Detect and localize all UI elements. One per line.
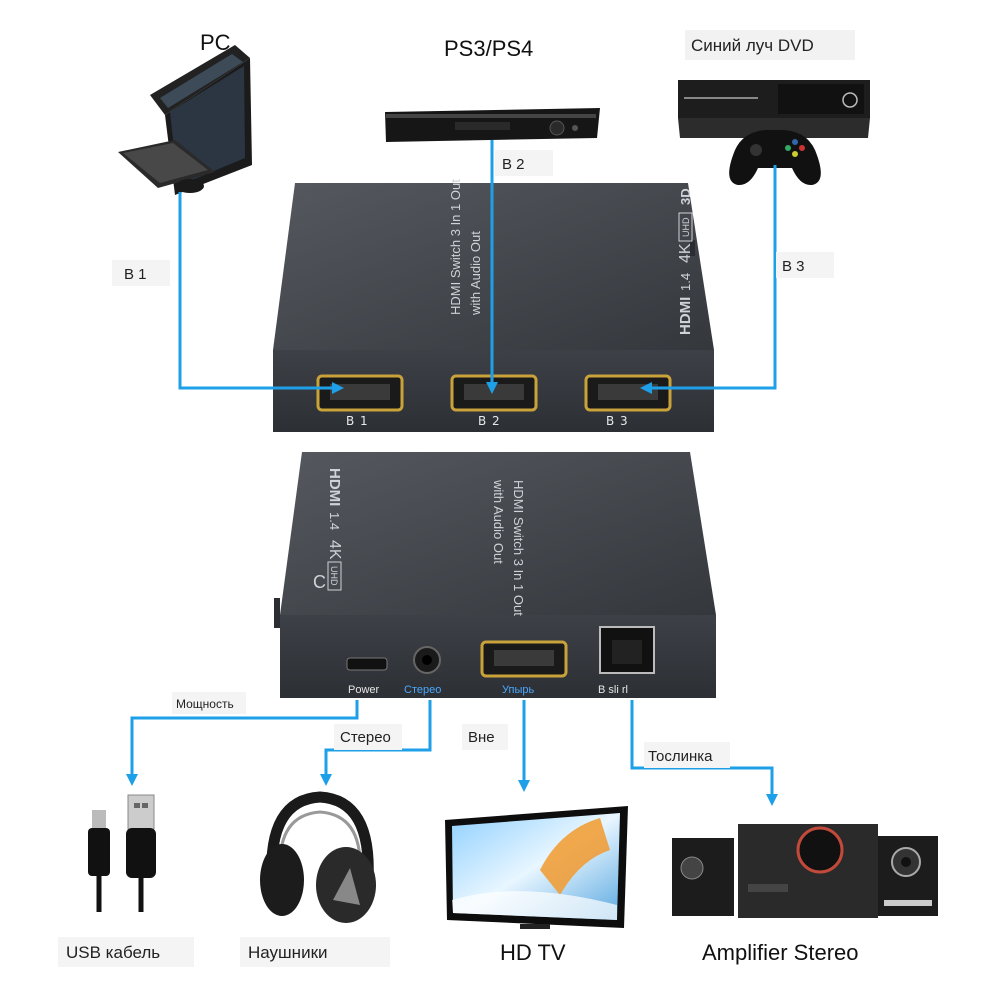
uhd-badge-bottom: UHD	[329, 566, 339, 586]
port-b1-label: B 1	[346, 414, 369, 428]
ps-label: PS3/PS4	[444, 36, 533, 61]
headphones-icon	[260, 791, 376, 923]
hdmi-version-bottom: 1.4	[327, 512, 342, 530]
wire-b3	[640, 165, 777, 394]
tv-label: HD TV	[500, 940, 566, 965]
hdmi-version-top: 1.4	[678, 273, 693, 291]
wire-b2-label: B 2	[502, 156, 525, 173]
dvd-label: Синий луч DVD	[691, 36, 814, 55]
device-print-line1-b: HDMI Switch 3 In 1 Out	[511, 480, 526, 616]
port-b2-label: B 2	[478, 414, 501, 428]
wire-b2-label-box	[495, 150, 553, 176]
port-optical-label: B sli rl	[598, 684, 628, 696]
device-print-line2: with Audio Out	[468, 231, 483, 316]
console-icon	[678, 80, 870, 138]
device-print-line1: HDMI Switch 3 In 1 Out	[448, 179, 463, 315]
device-print-line2-b: with Audio Out	[491, 479, 506, 564]
tv-icon	[445, 806, 628, 929]
side-letter: C	[313, 572, 326, 592]
hdmi-logo-bottom: HDMI	[326, 468, 343, 506]
resolution-bottom: 4K	[326, 540, 343, 560]
player-icon	[385, 108, 600, 142]
headphones-label-box	[240, 937, 390, 967]
wire-b1-label: B 1	[124, 266, 147, 283]
wire-power	[126, 700, 359, 786]
headphones-label: Наушники	[248, 943, 328, 962]
port-b2	[450, 374, 538, 412]
uhd-badge-top: UHD	[681, 217, 691, 237]
gamepad-icon	[729, 129, 821, 186]
usb-cable-icon	[88, 794, 156, 912]
wire-optical-label-box	[644, 742, 730, 768]
pc-icon	[118, 45, 252, 195]
port-b3-label: B 3	[606, 414, 629, 428]
switch-output-side: Power Стерео Упырь B sli rl HDMI Switch …	[274, 452, 716, 698]
wire-b3-label-box	[776, 252, 834, 278]
wire-stereo-label-box	[334, 724, 402, 750]
hdmi-logo-top: HDMI	[677, 297, 694, 335]
wire-b3-label: B 3	[782, 258, 805, 275]
port-stereo-label: Стерео	[404, 684, 441, 696]
wire-b1	[178, 192, 344, 394]
port-b3	[584, 374, 672, 412]
wire-optical-label: Тослинка	[648, 748, 713, 765]
usb-label: USB кабель	[66, 943, 160, 962]
amplifier-icon	[672, 824, 938, 918]
resolution-top: 4K	[677, 243, 694, 263]
port-b1	[316, 374, 404, 412]
port-power-label: Power	[348, 684, 380, 696]
wire-power-label-box	[172, 692, 246, 714]
wire-hdmi-label-box	[462, 724, 508, 750]
wire-hdmi-label: Вне	[468, 729, 495, 746]
wire-b1-label-box	[112, 260, 170, 286]
pc-label: PC	[200, 30, 231, 55]
dvd-label-box	[685, 30, 855, 60]
amplifier-label: Amplifier Stereo	[702, 940, 859, 965]
wire-stereo-label: Стерео	[340, 729, 391, 746]
usb-label-box	[58, 937, 194, 967]
port-upyr-label: Упырь	[502, 684, 534, 696]
wire-power-label: Мощность	[176, 697, 234, 711]
badge-3d: 3D	[678, 188, 693, 205]
